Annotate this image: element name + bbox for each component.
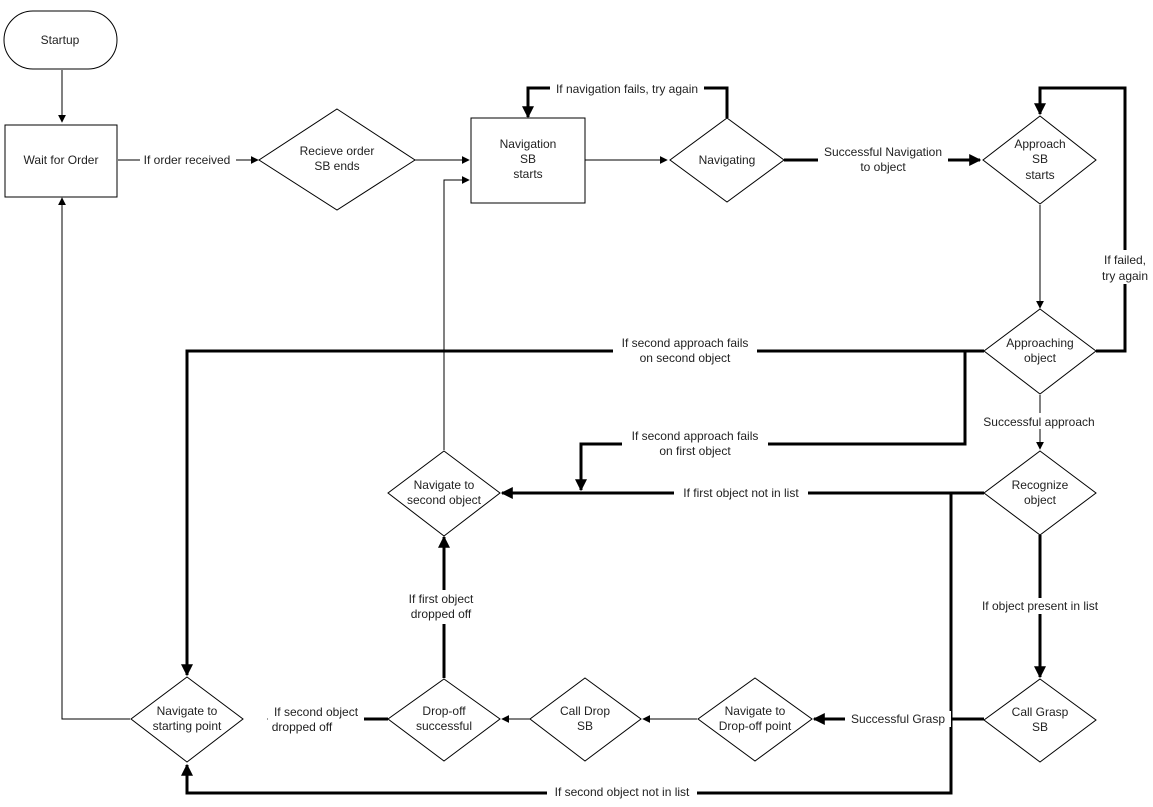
- svg-text:If order received: If order received: [144, 153, 231, 167]
- svg-text:starting point: starting point: [153, 719, 222, 733]
- node-navigate-second-object: Navigate to second object: [387, 450, 501, 537]
- svg-text:Navigate to: Navigate to: [414, 478, 475, 492]
- svg-text:successful: successful: [416, 719, 472, 733]
- svg-text:starts: starts: [513, 167, 542, 181]
- svg-text:SB: SB: [1032, 152, 1048, 166]
- svg-text:SB: SB: [577, 719, 593, 733]
- svg-text:Drop-off: Drop-off: [422, 704, 466, 718]
- node-approach-sb: Approach SB starts: [982, 115, 1097, 205]
- svg-text:If second approach fails: If second approach fails: [632, 429, 759, 443]
- edge-second-object-to-navigation: [443, 176, 470, 450]
- svg-text:Navigating: Navigating: [699, 153, 756, 167]
- svg-text:Navigation: Navigation: [500, 137, 557, 151]
- svg-text:Drop-off point: Drop-off point: [719, 719, 792, 733]
- svg-text:Navigate to: Navigate to: [725, 704, 786, 718]
- node-approaching-object: Approaching object: [983, 308, 1097, 395]
- svg-text:dropped off: dropped off: [272, 720, 333, 734]
- label-second-not-in-list: If second object not in list: [547, 784, 697, 800]
- svg-text:object: object: [1024, 351, 1057, 365]
- node-call-drop: Call Drop SB: [529, 677, 642, 762]
- svg-text:Recieve order: Recieve order: [300, 144, 375, 158]
- edge-approaching-fail-first-object: [575, 351, 967, 492]
- node-navigate-dropoff: Navigate to Drop-off point: [697, 677, 813, 762]
- svg-text:second object: second object: [407, 493, 482, 507]
- svg-text:If object present in list: If object present in list: [982, 599, 1099, 613]
- svg-text:If first object: If first object: [409, 592, 474, 606]
- svg-text:SB: SB: [1032, 720, 1048, 734]
- label-successful-navigation: Successful Navigation to object: [818, 144, 948, 176]
- svg-text:Approaching: Approaching: [1006, 336, 1073, 350]
- label-navigation-fails: If navigation fails, try again: [550, 80, 704, 96]
- edge-approach-retry-loop: [1034, 86, 1127, 353]
- svg-text:to object: to object: [860, 160, 906, 174]
- svg-text:If first object not in list: If first object not in list: [683, 486, 799, 500]
- label-present-in-list: If object present in list: [976, 598, 1104, 614]
- svg-text:Recognize: Recognize: [1012, 478, 1069, 492]
- edge-start-to-wait: [58, 197, 130, 720]
- label-successful-approach: Successful approach: [978, 413, 1100, 429]
- svg-text:SB: SB: [520, 152, 536, 166]
- node-startup: Startup: [3, 10, 118, 70]
- node-recognize-object: Recognize object: [983, 450, 1097, 536]
- label-successful-grasp: Successful Grasp: [845, 711, 951, 727]
- svg-text:If second object not in list: If second object not in list: [555, 785, 690, 799]
- svg-text:Call Drop: Call Drop: [560, 704, 610, 718]
- node-call-grasp: Call Grasp SB: [983, 678, 1097, 763]
- label-second-dropped: If second object dropped off: [268, 704, 364, 736]
- label-first-dropped: If first object dropped off: [395, 590, 487, 624]
- svg-text:on first object: on first object: [659, 444, 731, 458]
- svg-text:Successful Navigation: Successful Navigation: [824, 145, 942, 159]
- svg-text:Navigate to: Navigate to: [157, 704, 218, 718]
- node-navigate-starting-point: Navigate to starting point: [130, 676, 244, 763]
- node-wait-for-order: Wait for Order: [4, 124, 118, 198]
- svg-text:try again: try again: [1102, 269, 1148, 283]
- label-failed-retry: If failed, try again: [1097, 250, 1153, 284]
- node-receive-order: Recieve order SB ends: [258, 108, 416, 211]
- svg-text:Call Grasp: Call Grasp: [1012, 705, 1069, 719]
- node-navigation-sb: Navigation SB starts: [470, 117, 586, 204]
- node-navigating: Navigating: [669, 117, 785, 203]
- svg-text:object: object: [1024, 493, 1057, 507]
- svg-text:If navigation fails, try again: If navigation fails, try again: [556, 82, 698, 96]
- svg-text:on second object: on second object: [640, 351, 731, 365]
- svg-text:Wait for Order: Wait for Order: [24, 153, 99, 167]
- label-first-not-in-list: If first object not in list: [674, 485, 808, 501]
- svg-text:If second object: If second object: [274, 705, 359, 719]
- svg-text:Startup: Startup: [41, 33, 80, 47]
- svg-text:Approach: Approach: [1014, 137, 1065, 151]
- svg-text:starts: starts: [1025, 168, 1054, 182]
- node-dropoff-successful: Drop-off successful: [387, 678, 501, 762]
- label-second-fails-first-object: If second approach fails on first object: [622, 428, 768, 460]
- edge-approaching-fail-second-object: [181, 349, 984, 677]
- label-second-fails-second-object: If second approach fails on second objec…: [613, 335, 757, 367]
- svg-text:dropped off: dropped off: [411, 607, 472, 621]
- svg-text:Successful Grasp: Successful Grasp: [851, 712, 945, 726]
- svg-text:SB ends: SB ends: [314, 159, 359, 173]
- svg-text:Successful approach: Successful approach: [983, 415, 1094, 429]
- label-order-received: If order received: [140, 151, 236, 167]
- edge-recognize-second-not-in-list: [181, 491, 984, 795]
- svg-text:If failed,: If failed,: [1104, 253, 1146, 267]
- svg-text:If second approach fails: If second approach fails: [622, 336, 749, 350]
